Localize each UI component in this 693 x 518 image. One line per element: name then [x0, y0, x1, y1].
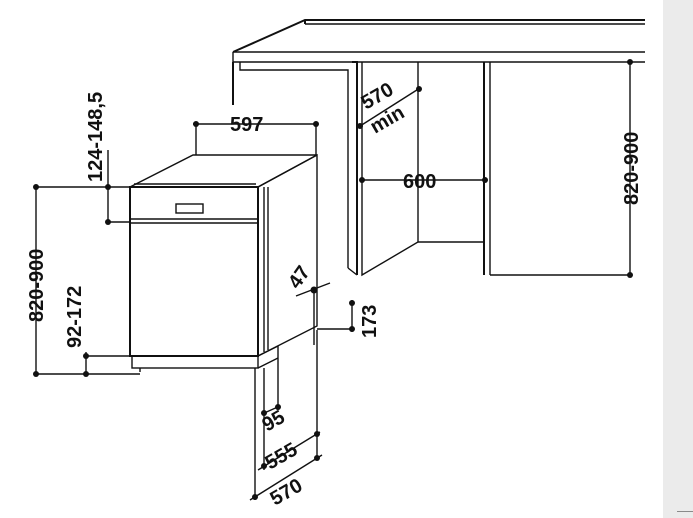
side-strip	[663, 0, 693, 518]
dim-niche-height	[627, 59, 633, 278]
label-base-offset: 173	[359, 305, 381, 338]
label-appliance-height: 820-900	[26, 249, 48, 322]
dim-niche-depth	[356, 86, 422, 129]
label-niche-width: 600	[403, 171, 436, 193]
worktop	[232, 19, 645, 63]
label-recess-height: 124-148,5	[85, 92, 107, 182]
dim-appliance-width	[193, 121, 319, 155]
label-body-depth: 555	[262, 439, 302, 475]
dim-recess-height	[105, 150, 130, 225]
dim-appliance-height	[33, 184, 140, 377]
dim-base-offset	[317, 300, 355, 332]
dim-depths	[249, 330, 323, 501]
dishwasher	[129, 153, 318, 372]
dim-niche-width	[359, 177, 488, 183]
label-door-gap: 47	[284, 262, 315, 293]
label-niche-height: 820-900	[621, 132, 643, 205]
dim-plinth-height	[83, 352, 132, 377]
side-strip-tick	[677, 511, 693, 512]
niche-side-panel	[232, 61, 484, 277]
label-total-depth: 570	[267, 475, 307, 511]
label-appliance-width: 597	[230, 114, 263, 136]
label-plinth-height: 92-172	[64, 286, 86, 348]
right-cabinet	[483, 62, 632, 276]
dim-door-gap	[295, 282, 331, 345]
